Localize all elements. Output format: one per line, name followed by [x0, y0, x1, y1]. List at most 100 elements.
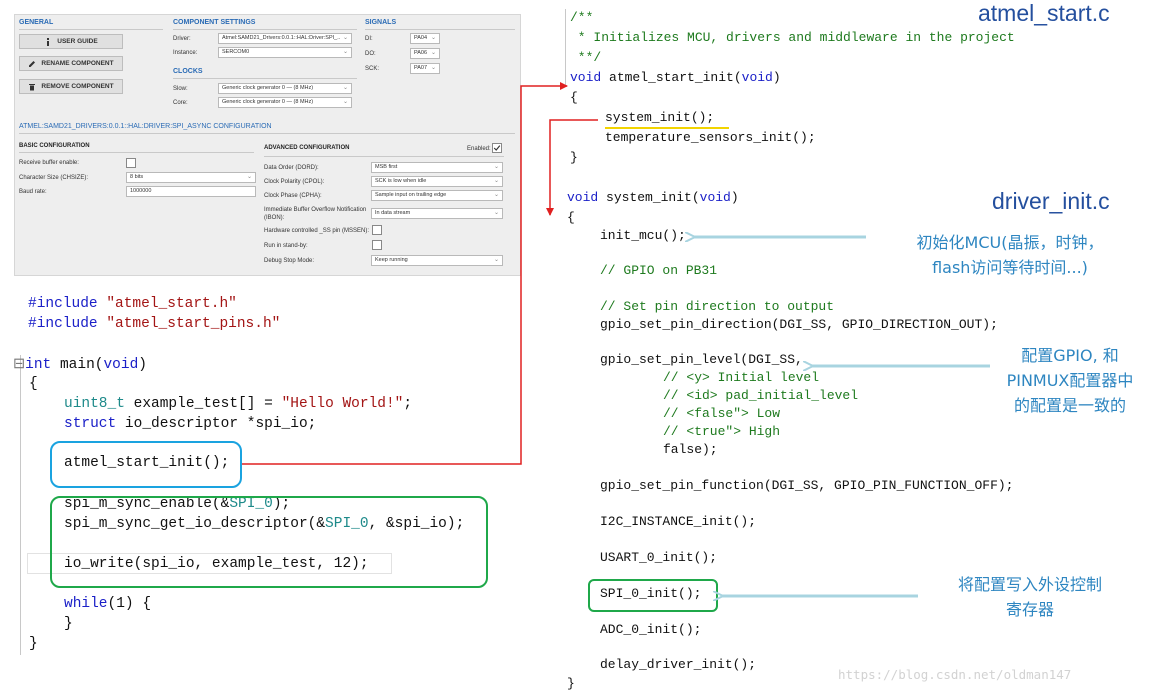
false-argument: false); — [663, 442, 718, 457]
sck-label: SCK: — [365, 66, 380, 72]
do-pin-select[interactable]: PA06⌄ — [410, 48, 440, 59]
while-loop: while(1) { — [64, 596, 151, 612]
chevron-down-icon: ⌄ — [493, 257, 499, 263]
temperature-sensors-init-call: temperature_sensors_init(); — [605, 130, 816, 145]
main-open-brace: { — [29, 376, 38, 392]
remove-component-button[interactable]: REMOVE COMPONENT — [19, 79, 123, 94]
atmel-start-init-call: atmel_start_init(); — [64, 455, 230, 471]
gpio-set-pin-function-call: gpio_set_pin_function(DGI_SS, GPIO_PIN_F… — [600, 478, 1014, 493]
core-clock-select[interactable]: Generic clock generator 0 — (8 MHz)⌄ — [218, 97, 352, 108]
ibon-label-suffix: (IBON): — [264, 215, 285, 221]
rename-component-button[interactable]: RENAME COMPONENT — [19, 56, 123, 71]
example-test-declaration: uint8_t example_test[] = "Hello World!"; — [64, 396, 412, 412]
spi-io-declaration: struct io_descriptor *spi_io; — [64, 416, 316, 432]
void-keyword: void — [741, 70, 773, 85]
system-init-close-brace: } — [567, 676, 575, 691]
chevron-down-icon: ⌄ — [246, 174, 252, 180]
init-mcu-call: init_mcu(); — [600, 228, 686, 243]
di-pin-select[interactable]: PA04⌄ — [410, 33, 440, 44]
gpio-pb31-comment: // GPIO on PB31 — [600, 263, 718, 278]
hello-world-string: "Hello World!" — [281, 396, 404, 412]
current-line-highlight — [27, 553, 392, 574]
ibon-select[interactable]: In data stream ⌄ — [371, 208, 503, 219]
receive-buffer-checkbox[interactable] — [126, 158, 136, 168]
init-mcu-annotation: 初始化MCU(晶振，时钟， flash访问等待时间...) — [880, 230, 1140, 280]
while-close-brace: } — [64, 616, 73, 632]
spi-sync-enable-fn: spi_m_sync_enable(& — [64, 496, 230, 512]
system-init-name: system_init( — [598, 190, 700, 205]
chevron-down-icon: ⌄ — [493, 210, 499, 216]
mssen-checkbox[interactable] — [372, 225, 382, 235]
basic-configuration-title: BASIC CONFIGURATION — [19, 143, 90, 149]
advanced-configuration-title: ADVANCED CONFIGURATION — [264, 145, 350, 151]
data-order-value: MSB first — [375, 164, 398, 170]
clock-polarity-select[interactable]: SCK is low when idle⌄ — [371, 176, 503, 187]
data-order-select[interactable]: MSB first⌄ — [371, 162, 503, 173]
clock-phase-select[interactable]: Sample input on trailing edge⌄ — [371, 190, 503, 201]
basic-config-divider — [19, 152, 254, 153]
debug-stop-mode-select[interactable]: Keep running⌄ — [371, 255, 503, 266]
io-write-call: io_write(spi_io, example_test, 12); — [64, 556, 369, 572]
main-function-name: main( — [51, 357, 104, 373]
signature-end: ) — [772, 70, 781, 85]
clock-phase-value: Sample input on trailing edge — [375, 192, 447, 198]
di-label: DI: — [365, 36, 373, 42]
statement-end: ; — [403, 396, 413, 412]
uint8-type: uint8_t — [64, 396, 125, 412]
chevron-down-icon: ⌄ — [430, 35, 436, 41]
di-pin-value: PA04 — [414, 35, 428, 41]
advanced-config-divider — [264, 156, 504, 157]
instance-label: Instance: — [173, 50, 198, 56]
io-descriptor-decl: io_descriptor *spi_io; — [116, 416, 317, 432]
do-label: DO: — [365, 51, 376, 57]
user-guide-button[interactable]: USER GUIDE — [19, 34, 123, 49]
ibon-value: In data stream — [375, 210, 411, 216]
doc-comment-open: /** — [570, 10, 594, 25]
gpio-note-line1: 配置GPIO, 和 — [1021, 346, 1119, 365]
chevron-down-icon: ⌄ — [342, 49, 348, 55]
int-keyword: int — [25, 357, 52, 373]
slow-clock-select[interactable]: Generic clock generator 0 — (8 MHz)⌄ — [218, 83, 352, 94]
signature-end: ) — [730, 190, 739, 205]
driver-select[interactable]: Atmel:SAMD21_Drivers:0.0.1::HAL:Driver:S… — [218, 33, 352, 44]
clocks-divider — [173, 78, 357, 79]
run-standby-checkbox[interactable] — [372, 240, 382, 250]
signals-section-title: SIGNALS — [365, 19, 397, 26]
rename-component-label: RENAME COMPONENT — [41, 60, 114, 67]
atmel-start-init-signature: void atmel_start_init(void) — [570, 70, 781, 85]
instance-select[interactable]: SERCOM0⌄ — [218, 47, 352, 58]
component-settings-title: COMPONENT SETTINGS — [173, 19, 256, 26]
true-high-comment: // <true"> High — [663, 424, 781, 439]
baud-rate-input[interactable]: 1000000 — [126, 186, 256, 197]
main-close-brace: } — [29, 636, 38, 652]
spi-init-annotation: 将配置写入外设控制 寄存器 — [925, 572, 1135, 622]
atmel-start-open-brace: { — [570, 90, 578, 105]
collapse-toggle-icon[interactable]: ⊟ — [13, 357, 26, 373]
chevron-down-icon: ⌄ — [342, 35, 348, 41]
do-pin-value: PA06 — [414, 50, 428, 56]
slow-clock-label: Slow: — [173, 86, 188, 92]
atmel-start-fold-guide — [565, 9, 566, 87]
character-size-select[interactable]: 8 bits⌄ — [126, 172, 256, 183]
baud-rate-label: Baud rate: — [19, 189, 47, 195]
advanced-enabled-checkbox[interactable] — [492, 143, 502, 153]
init-mcu-note-line1: 初始化MCU(晶振，时钟， — [916, 233, 1104, 252]
chevron-down-icon: ⌄ — [430, 65, 436, 71]
debug-stop-mode-label: Debug Stop Mode: — [264, 258, 315, 264]
chevron-down-icon: ⌄ — [430, 50, 436, 56]
pencil-icon — [29, 60, 36, 67]
system-init-open-brace: { — [567, 210, 575, 225]
delay-driver-init-call: delay_driver_init(); — [600, 657, 757, 672]
gpio-note-line3: 的配置是一致的 — [1013, 396, 1126, 415]
signals-divider — [365, 29, 515, 30]
data-order-label: Data Order (DORD): — [264, 165, 319, 171]
void-keyword: void — [570, 70, 602, 85]
chevron-down-icon: ⌄ — [342, 99, 348, 105]
user-guide-label: USER GUIDE — [57, 38, 98, 45]
general-section-title: GENERAL — [19, 19, 54, 26]
atmel-start-close-brace: } — [570, 150, 578, 165]
sck-pin-select[interactable]: PA07⌄ — [410, 63, 440, 74]
usart0-init-call: USART_0_init(); — [600, 550, 718, 565]
struct-keyword: struct — [64, 416, 117, 432]
ibon-label: Immediate Buffer Overflow Notification — [264, 207, 367, 213]
